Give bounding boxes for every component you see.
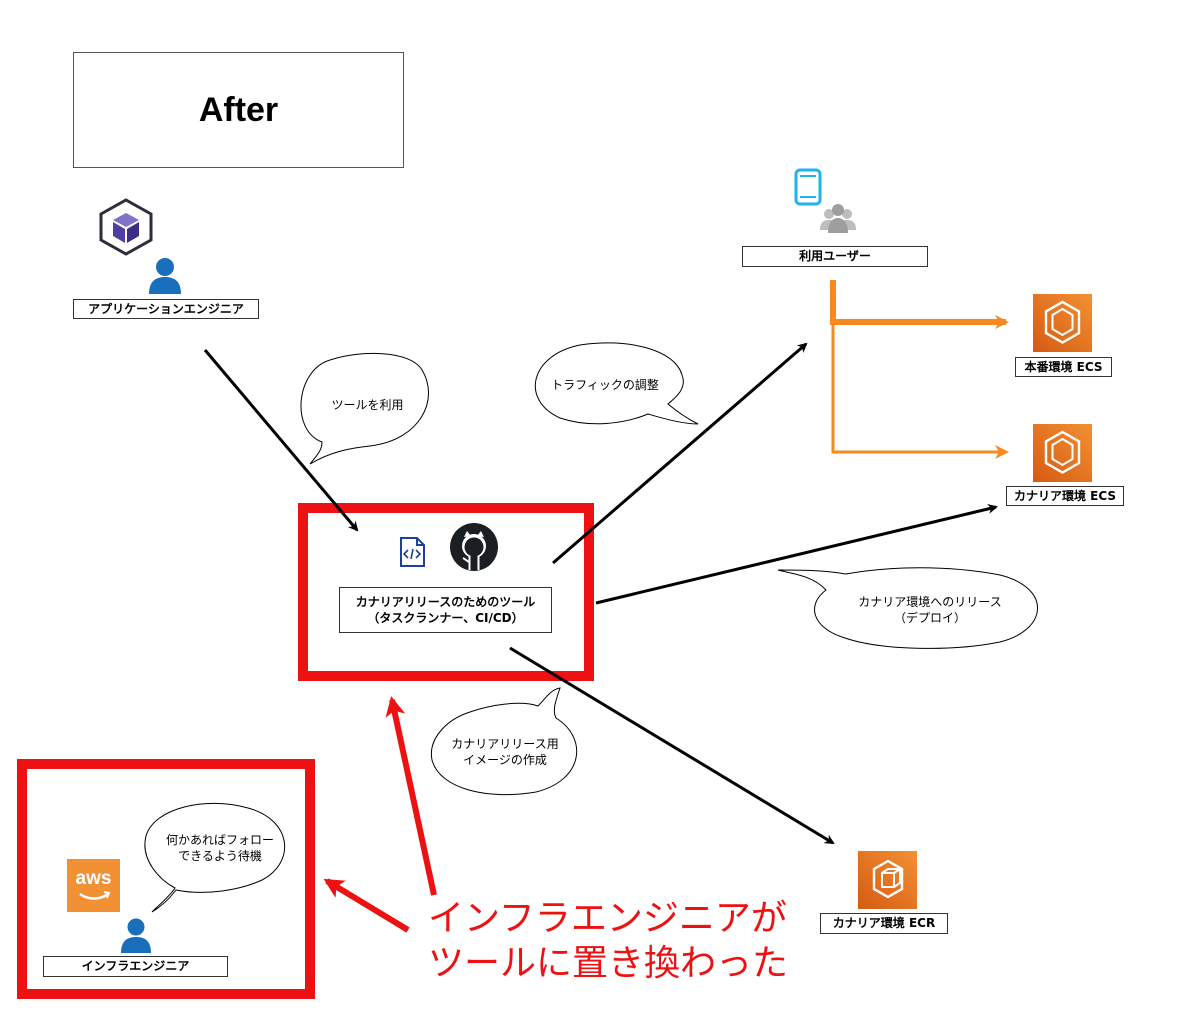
- aws-ecr-icon: [858, 851, 917, 909]
- arrow-tool-to-users: [552, 342, 808, 565]
- caption-line1: インフラエンジニアが: [428, 898, 787, 939]
- bubble-release-text: カナリア環境へのリリース （デプロイ）: [820, 585, 1040, 635]
- infra-highlight-box: [17, 759, 315, 999]
- replacement-caption: インフラエンジニアが ツールに置き換わった: [428, 896, 788, 986]
- bubble-follow-text: 何かあればフォロー できるよう待機: [145, 823, 295, 873]
- diagram-title: After: [73, 52, 404, 168]
- tool-highlight-box: [298, 503, 594, 681]
- bubble-use-tool: [300, 353, 429, 465]
- aws-ecs-icon: [1033, 424, 1092, 482]
- bubble-release-line2: （デプロイ）: [893, 611, 966, 625]
- ecs-canary-label: カナリア環境 ECS: [1006, 486, 1124, 506]
- arrow-tool-to-ecr: [509, 646, 835, 845]
- bubble-traffic: [534, 342, 699, 425]
- arrow-caption-to-infra: [323, 878, 410, 933]
- caption-line2: ツールに置き換わった: [428, 943, 789, 984]
- bubble-image-text: カナリアリリース用 イメージの作成: [430, 727, 580, 777]
- person-icon: [119, 917, 153, 953]
- tool-label-line1: カナリアリリースのためのツール: [355, 594, 536, 609]
- bubble-follow-line1: 何かあればフォロー: [165, 832, 274, 847]
- bubble-follow: [144, 802, 286, 913]
- aws-logo-text: aws: [75, 868, 112, 889]
- users-label: 利用ユーザー: [742, 246, 928, 267]
- bubble-release: [777, 567, 1038, 649]
- bubble-image-line1: カナリアリリース用: [451, 736, 559, 751]
- bubble-image: [430, 687, 578, 796]
- tool-label-line2: （タスクランナー、CI/CD）: [367, 611, 524, 625]
- bubble-use-tool-text: ツールを利用: [331, 397, 404, 412]
- arrow-tool-to-canary-ecs: [595, 504, 998, 605]
- app-engineer-label: アプリケーションエンジニア: [73, 299, 259, 319]
- ecr-canary-label: カナリア環境 ECR: [820, 913, 948, 934]
- ecs-prod-label: 本番環境 ECS: [1015, 357, 1112, 377]
- infra-engineer-label: インフラエンジニア: [43, 956, 228, 977]
- aws-logo-icon: aws: [67, 859, 120, 912]
- tool-label: カナリアリリースのためのツール （タスクランナー、CI/CD）: [339, 587, 552, 633]
- person-icon: [147, 256, 183, 294]
- arrow-users-to-prod-ecs: [830, 280, 1009, 329]
- code-file-icon: [398, 536, 426, 568]
- aws-ecs-icon: [1033, 294, 1092, 352]
- bubble-release-line1: カナリア環境へのリリース: [858, 594, 1002, 609]
- arrow-engineer-to-tool: [203, 349, 359, 532]
- bubble-image-line2: イメージの作成: [463, 753, 547, 767]
- arrow-users-to-canary-ecs: [831, 322, 1009, 459]
- arrow-caption-to-tool: [385, 696, 437, 896]
- smartphone-icon: [794, 168, 822, 206]
- github-icon: [449, 522, 499, 572]
- bubble-follow-line2: できるよう待機: [178, 849, 262, 863]
- users-group-icon: [820, 203, 856, 233]
- bubble-traffic-text: トラフィックの調整: [551, 377, 659, 392]
- cube-icon: [98, 198, 154, 256]
